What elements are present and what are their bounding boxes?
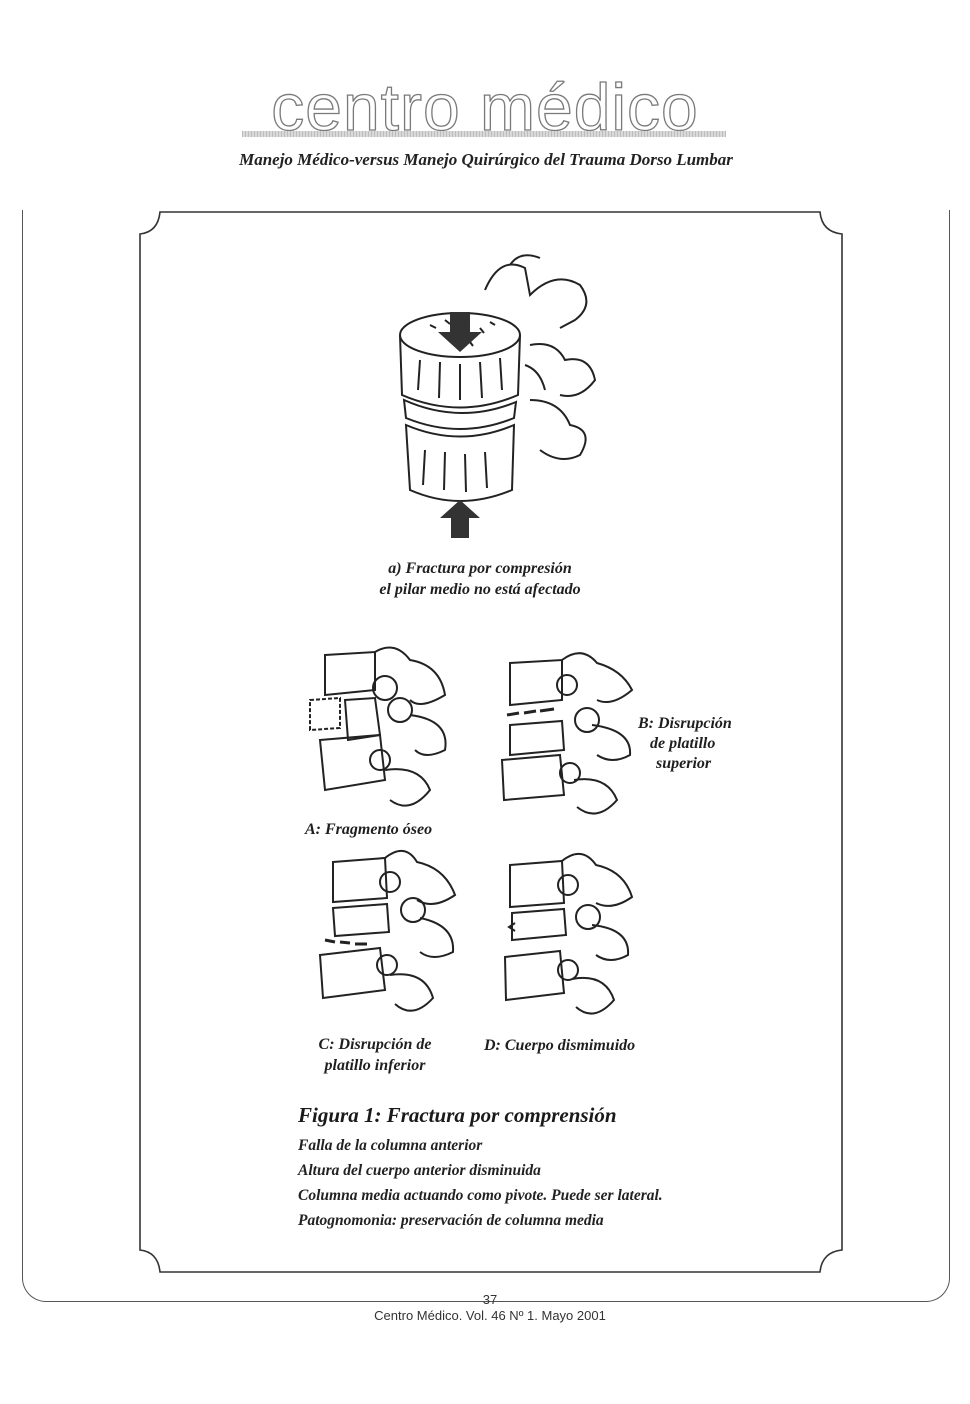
top-figure-caption: a) Fractura por compresión el pilar medi…: [330, 558, 630, 600]
top-caption-line1: a) Fractura por compresión: [388, 560, 572, 577]
panel-b-illustration: [500, 652, 634, 815]
top-caption-line2: el pilar medio no está afectado: [379, 581, 581, 598]
figure-note: Patognomonia: preservación de columna me…: [298, 1212, 604, 1229]
figure-note: Altura del cuerpo anterior disminuida: [298, 1162, 541, 1179]
figure-notes: Falla de la columna anterior Altura del …: [298, 1133, 663, 1233]
panel-b-label: B: Disrupción de platillo superior: [638, 715, 732, 772]
article-subtitle: Manejo Médico-versus Manejo Quirúrgico d…: [239, 150, 733, 169]
panel-c-illustration: [318, 850, 457, 1012]
masthead-logo: centro médico: [271, 70, 699, 144]
panel-a-illustration: [309, 646, 447, 807]
figure-note: Columna media actuando como pivote. Pued…: [298, 1187, 663, 1204]
figure-title: Figura 1: Fractura por comprensión: [298, 1103, 617, 1127]
panel-d-illustration: [503, 853, 634, 1015]
masthead-rule: [242, 131, 726, 137]
panel-a-label: A: Fragmento óseo: [305, 821, 433, 838]
vertebra-compression-illustration: [399, 254, 597, 538]
panel-d-label: D: Cuerpo dismimuido: [484, 1037, 636, 1054]
outer-page-frame: [22, 210, 950, 1302]
figure-note: Falla de la columna anterior: [298, 1137, 483, 1154]
page-number: 37: [482, 1292, 498, 1307]
journal-reference: Centro Médico. Vol. 46 Nº 1. Mayo 2001: [374, 1308, 606, 1323]
panel-c-label: C: Disrupción de platillo inferior: [318, 1036, 432, 1074]
